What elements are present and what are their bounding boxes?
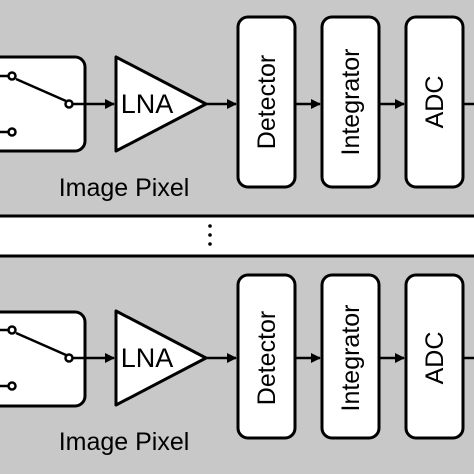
lna-label: LNA <box>121 89 174 119</box>
adc-block: ADC <box>404 273 465 440</box>
ellipsis-dots <box>208 224 212 246</box>
integrator-block: Integrator <box>320 15 381 189</box>
detector-label: Detector <box>253 311 281 405</box>
adc-block: ADC <box>404 15 465 189</box>
spst-switch-icon <box>0 71 85 137</box>
switch-block <box>0 55 87 153</box>
detector-block: Detector <box>236 15 297 189</box>
adc-label: ADC <box>421 332 449 385</box>
integrator-label: Integrator <box>337 48 365 155</box>
lna-block: LNA <box>114 55 208 153</box>
pixel-caption: Image Pixel <box>59 428 190 456</box>
pixel-row-bottom: LNA Detector Integrator ADC Image Pixel <box>0 254 474 474</box>
integrator-block: Integrator <box>320 273 381 440</box>
adc-label: ADC <box>421 76 449 129</box>
detector-label: Detector <box>253 55 281 149</box>
pixel-row-top: LNA Detector Integrator ADC Image Pixel <box>0 0 474 218</box>
lna-block: LNA <box>114 309 208 407</box>
spst-switch-icon <box>0 325 85 391</box>
lna-label: LNA <box>121 343 174 373</box>
detector-block: Detector <box>236 273 297 440</box>
pixel-caption: Image Pixel <box>59 174 190 202</box>
integrator-label: Integrator <box>337 304 365 411</box>
switch-block <box>0 310 87 408</box>
